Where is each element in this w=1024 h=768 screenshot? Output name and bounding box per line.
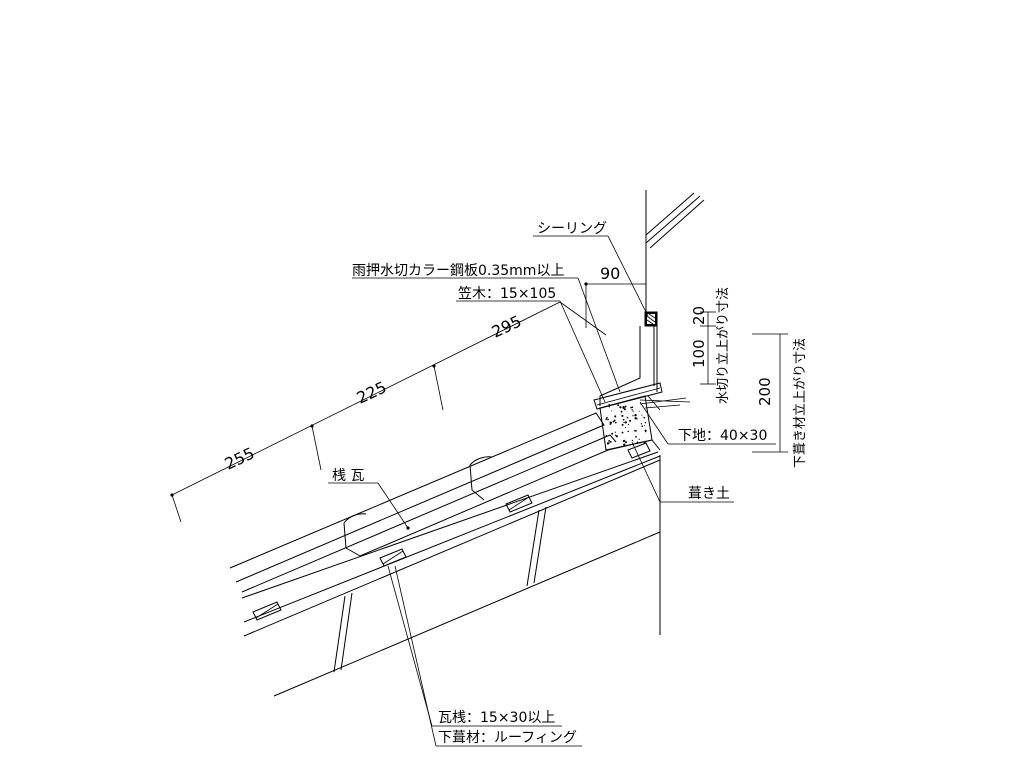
label-sealing: シーリング xyxy=(537,221,607,237)
fukido-dot xyxy=(631,439,634,442)
fukido-dot xyxy=(627,423,630,426)
fukido-dot xyxy=(644,429,647,432)
fukido-dot xyxy=(619,406,622,409)
fukido-dot xyxy=(614,431,617,433)
fukido-dot xyxy=(627,430,629,433)
fukido-dot xyxy=(635,436,637,438)
fukido-dot xyxy=(634,417,637,420)
fukido-dot xyxy=(624,405,627,408)
fukido-dot xyxy=(606,416,608,419)
label-shitaji: 下地：40×30 xyxy=(678,428,767,444)
fukido-dot xyxy=(625,441,627,444)
label-fukido: 葺き土 xyxy=(688,486,730,502)
fukido-dot xyxy=(641,414,643,416)
fukido-dot xyxy=(632,415,634,417)
fukido-dot xyxy=(609,421,612,424)
fukido-dot xyxy=(613,419,616,422)
fukido-dot xyxy=(641,425,643,428)
fukido-dot xyxy=(635,430,637,432)
label-kawarazan: 瓦桟：15×30以上 xyxy=(438,710,555,726)
dim-200: 200 xyxy=(756,377,774,406)
fukido-dot xyxy=(634,414,637,417)
fukido-dot xyxy=(625,427,627,429)
fukido-dot xyxy=(617,404,620,407)
fukido-dot xyxy=(630,406,632,409)
fukido-dot xyxy=(631,409,633,411)
fukido-dot xyxy=(614,415,617,418)
fukido-dot xyxy=(643,416,646,419)
label-kasagi: 笠木：15×105 xyxy=(458,286,556,302)
fukido-dot xyxy=(621,431,624,434)
fukido-dot xyxy=(614,421,617,424)
fukido-dot xyxy=(626,416,628,418)
fukido-dot xyxy=(608,404,611,406)
fukido-dot xyxy=(614,434,617,436)
label-sanka: 桟 瓦 xyxy=(332,468,364,484)
fukido-dot xyxy=(622,406,625,409)
roof-layers xyxy=(229,412,661,673)
fukido-dot xyxy=(644,422,647,424)
fukido-dot xyxy=(644,431,647,433)
dim-20: 20 xyxy=(690,306,708,325)
dim-90: 90 xyxy=(600,264,620,283)
fukido-dot xyxy=(624,421,627,424)
fukido-dot xyxy=(608,406,610,408)
fukido-dot xyxy=(627,417,629,419)
fukido-dot xyxy=(615,435,618,438)
vertical-dimensions: 20 100 200 水切り立上がり寸法 下葺き材立上がり寸法 xyxy=(690,287,808,468)
fukido-dot xyxy=(643,425,645,427)
kasagi-board xyxy=(593,382,663,410)
dim-100: 100 xyxy=(690,339,708,368)
fukido-dot xyxy=(623,443,626,446)
fukido-dot xyxy=(608,442,610,444)
dim-225: 225 xyxy=(354,377,390,407)
fukido-dot xyxy=(634,430,636,432)
fukido-texture xyxy=(605,404,647,446)
fukido-dot xyxy=(609,423,612,425)
fukido-dot xyxy=(640,423,643,425)
fukido-dot xyxy=(638,438,640,440)
fukido-dot xyxy=(611,410,612,412)
dim-255: 255 xyxy=(222,443,258,473)
fukido-dot xyxy=(605,418,608,421)
fukido-dot xyxy=(621,423,624,426)
fukido-dot xyxy=(631,406,634,409)
fukido-dot xyxy=(620,410,623,413)
fukido-dot xyxy=(632,410,634,412)
fukido-dot xyxy=(621,414,624,417)
fukido-dot xyxy=(622,418,625,421)
fukido-dot xyxy=(622,440,625,443)
label-shitabuki: 下葺材：ルーフィング xyxy=(438,730,577,746)
label-under-rise: 下葺き材立上がり寸法 xyxy=(793,338,808,468)
label-flashing: 雨押水切カラー鋼板0.35mm以上 xyxy=(352,263,564,279)
slope-dimensions: 255 225 295 90 xyxy=(170,264,646,523)
fukido-dot xyxy=(623,408,626,411)
fukido-dot xyxy=(611,432,614,435)
fukido-dot xyxy=(607,418,609,421)
annotations: シーリング 雨押水切カラー鋼板0.35mm以上 笠木：15×105 桟 瓦 下地… xyxy=(328,221,776,747)
fukido-dot xyxy=(623,421,625,424)
fukido-dot xyxy=(629,419,632,422)
label-flash-rise: 水切り立上がり寸法 xyxy=(716,287,731,404)
dim-295: 295 xyxy=(489,311,525,341)
fukido-dot xyxy=(608,439,611,442)
fukido-dot xyxy=(638,410,640,412)
fukido-dot xyxy=(609,440,612,443)
